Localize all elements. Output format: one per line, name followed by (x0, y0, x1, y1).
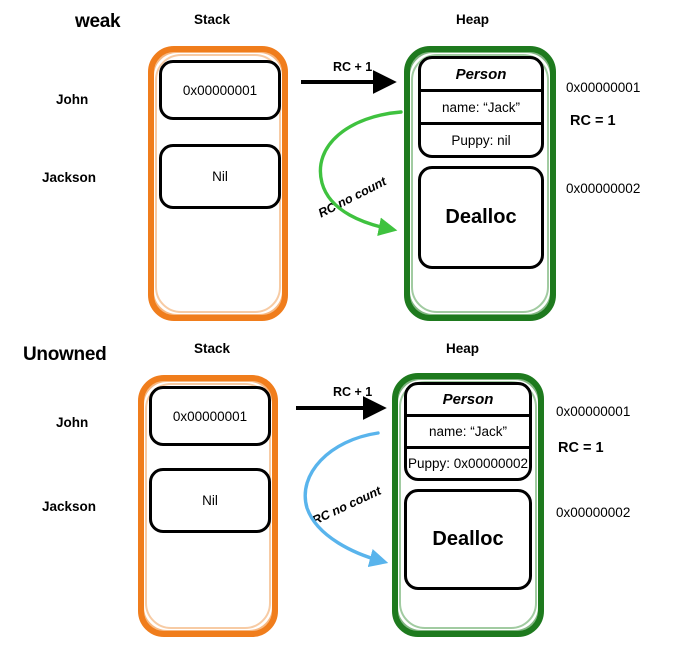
heap-rc-note-unowned: RC = 1 (558, 440, 604, 456)
stack-column-title-unowned: Stack (194, 341, 231, 356)
heap-record-field-name-unowned: name: “Jack” (407, 417, 529, 449)
stack-var-label-john-unowned: John (56, 415, 89, 430)
stack-column-title-weak: Stack (194, 12, 231, 27)
stack-cell-jackson-weak[interactable]: Nil (159, 144, 281, 209)
heap-record-title-unowned: Person (407, 385, 529, 417)
arrow-label-rc-plus-one-weak: RC + 1 (333, 60, 373, 74)
heap-record-title-weak: Person (421, 59, 541, 92)
stack-var-label-john-weak: John (56, 92, 89, 107)
arrow-label-rc-plus-one-unowned: RC + 1 (333, 385, 373, 399)
heap-address-note-dealloc-weak: 0x00000002 (566, 181, 641, 196)
stack-cell-john-unowned[interactable]: 0x00000001 (149, 386, 271, 446)
heap-column-title-unowned: Heap (446, 341, 480, 356)
heap-record-field-puppy-weak: Puppy: nil (451, 132, 511, 148)
stack-var-label-jackson-unowned: Jackson (42, 499, 97, 514)
stack-var-label-jackson-weak: Jackson (42, 170, 97, 185)
heap-container-weak (404, 46, 556, 321)
heap-record-person-weak[interactable]: Person name: “Jack” Puppy: nil (418, 56, 544, 158)
section-title-weak: weak (75, 11, 121, 32)
section-title-unowned: Unowned (23, 344, 107, 365)
heap-record-field-name-weak: name: “Jack” (421, 92, 541, 125)
heap-column-title-weak: Heap (456, 12, 490, 27)
heap-block-dealloc-weak[interactable]: Dealloc (418, 166, 544, 269)
heap-block-dealloc-unowned[interactable]: Dealloc (404, 489, 532, 590)
stack-cell-jackson-unowned[interactable]: Nil (149, 468, 271, 533)
heap-address-note-dealloc-unowned: 0x00000002 (556, 505, 631, 520)
stack-cell-john-weak[interactable]: 0x00000001 (159, 60, 281, 120)
heap-record-person-unowned[interactable]: Person name: “Jack” Puppy: 0x00000002 (404, 382, 532, 481)
heap-address-note-person-weak: 0x00000001 (566, 80, 641, 95)
curve-label-rc-no-count-weak: RC no count (316, 174, 389, 221)
heap-rc-note-weak: RC = 1 (570, 113, 616, 129)
heap-record-field-puppy-unowned: Puppy: 0x00000002 (407, 456, 529, 471)
heap-address-note-person-unowned: 0x00000001 (556, 404, 631, 419)
curve-label-rc-no-count-unowned: RC no count (310, 483, 384, 528)
